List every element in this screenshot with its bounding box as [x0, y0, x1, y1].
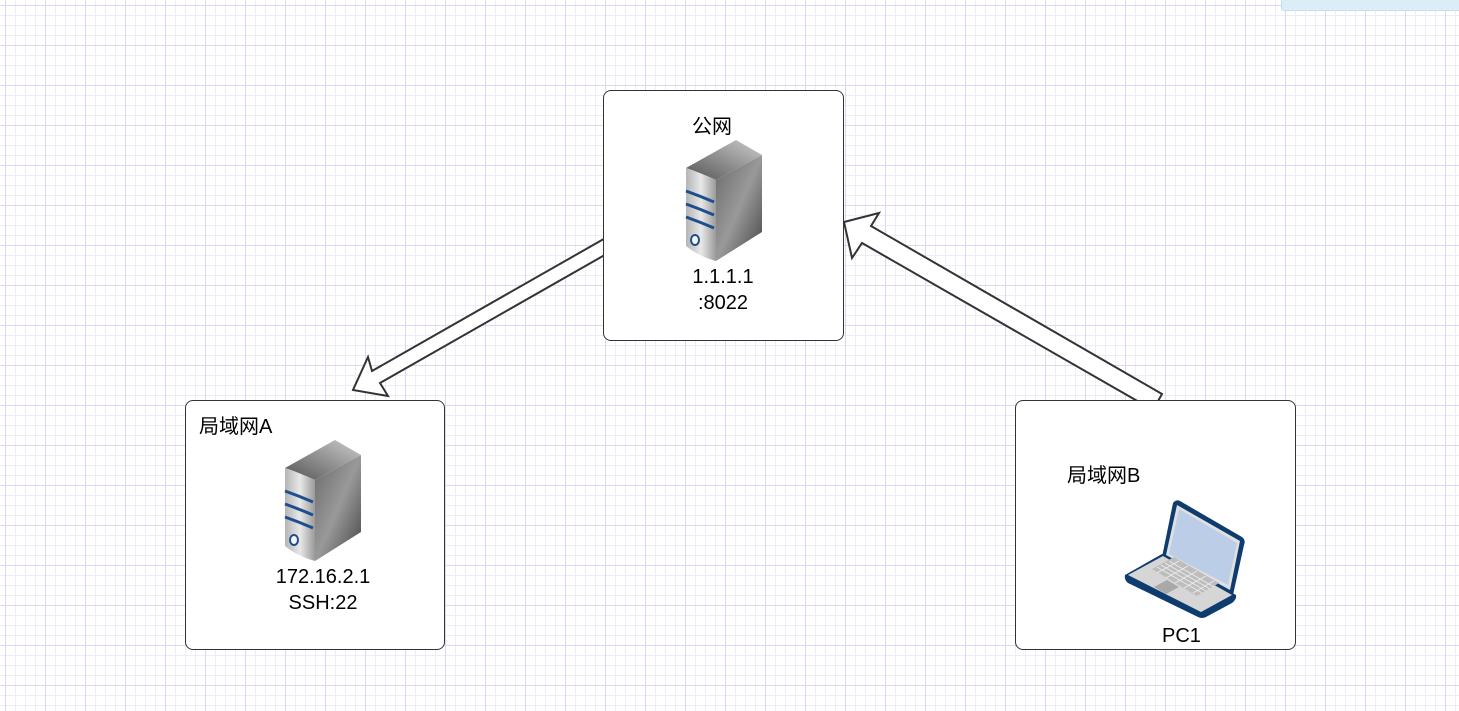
node-public-port: :8022 [697, 292, 749, 314]
arrow-lan-a-public[interactable] [351, 211, 641, 398]
node-lan-a-ip: 172.16.2.1 [275, 566, 371, 588]
server-icon [284, 440, 361, 561]
node-lan-b-device: PC1 [1162, 625, 1201, 647]
top-panel-edge [1281, 0, 1459, 11]
node-lan-a-port: SSH:22 [288, 592, 358, 614]
node-public-ip: 1.1.1.1 [692, 266, 754, 288]
arrow-lan-b-public[interactable] [842, 211, 1164, 412]
node-lan-b[interactable] [1015, 400, 1296, 650]
server-icon [685, 140, 762, 261]
node-public-title: 公网 [692, 116, 732, 138]
laptop-icon [1124, 500, 1245, 618]
node-lan-b-title: 局域网B [1067, 465, 1141, 487]
node-lan-a-title: 局域网A [199, 416, 273, 438]
